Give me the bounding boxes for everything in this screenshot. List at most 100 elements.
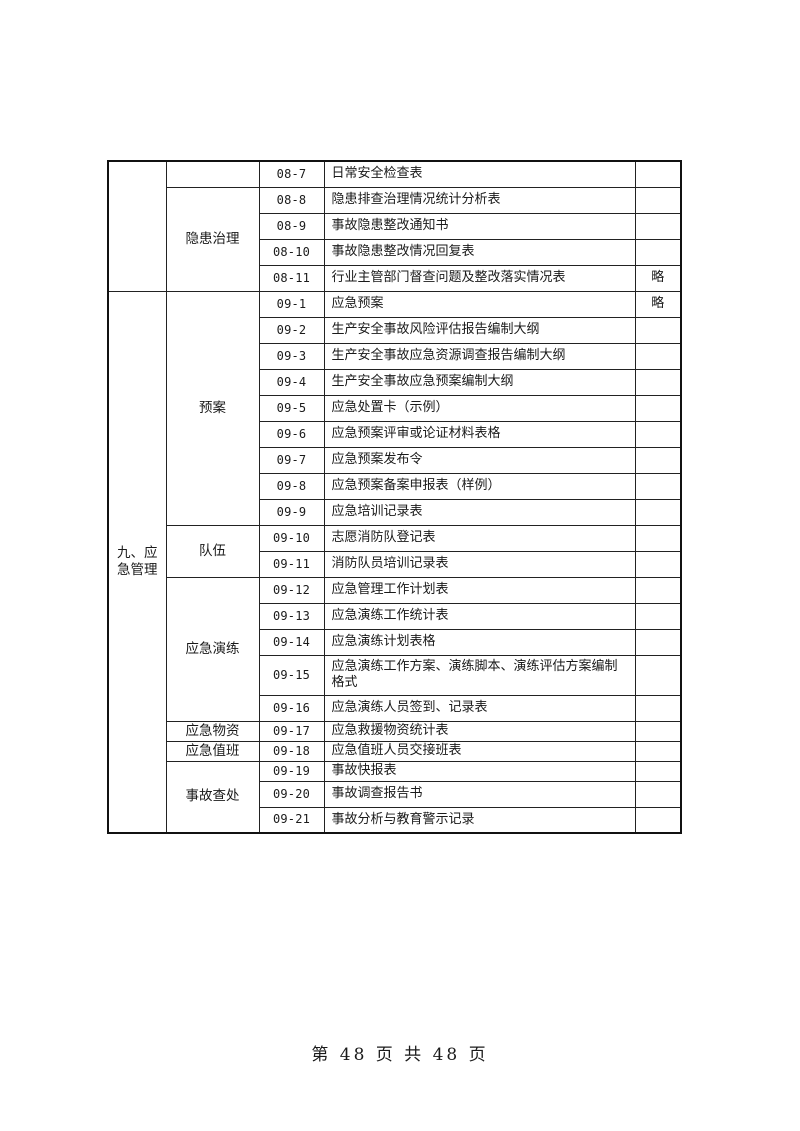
form-code: 09-20 (258, 780, 325, 808)
form-code: 09-11 (258, 550, 325, 578)
subcategory-supplies: 应急物资 (165, 720, 260, 742)
form-code: 09-17 (258, 720, 325, 742)
form-note: 略 (634, 264, 682, 292)
table-row: 09-4 生产安全事故应急预案编制大纲 (108, 368, 682, 396)
form-code: 09-14 (258, 628, 325, 656)
table-row: 应急值班 09-18 应急值班人员交接班表 (108, 740, 682, 762)
form-title: 日常安全检查表 (323, 160, 636, 188)
table-row: 09-15 应急演练工作方案、演练脚本、演练评估方案编制格式 (108, 654, 682, 696)
form-note (634, 316, 682, 344)
table-row: 08-11 行业主管部门督查问题及整改落实情况表 略 (108, 264, 682, 292)
table-row: 队伍 09-10 志愿消防队登记表 (108, 524, 682, 578)
form-code: 09-5 (258, 394, 325, 422)
form-note (634, 342, 682, 370)
form-note (634, 186, 682, 214)
form-note (634, 550, 682, 578)
subcategory-cell-blank (165, 160, 260, 188)
category-emergency-management: 九、应急管理 (107, 290, 167, 834)
form-code: 09-18 (258, 740, 325, 762)
form-title: 应急演练人员签到、记录表 (323, 694, 636, 722)
form-code: 09-1 (258, 290, 325, 318)
form-note (634, 446, 682, 474)
form-note (634, 160, 682, 188)
form-code: 09-4 (258, 368, 325, 396)
form-title: 行业主管部门督查问题及整改落实情况表 (323, 264, 636, 292)
form-code: 09-15 (258, 654, 325, 696)
form-title: 事故分析与教育警示记录 (323, 806, 636, 834)
table-row: 09-2 生产安全事故风险评估报告编制大纲 (108, 316, 682, 344)
form-note (634, 368, 682, 396)
form-code: 09-19 (258, 760, 325, 782)
form-title: 隐患排查治理情况统计分析表 (323, 186, 636, 214)
table-row: 09-6 应急预案评审或论证材料表格 (108, 420, 682, 448)
subcategory-accident-handling: 事故查处 (165, 760, 260, 834)
table-row: 事故查处 09-19 事故快报表 (108, 760, 682, 834)
form-code: 09-7 (258, 446, 325, 474)
form-note (634, 576, 682, 604)
table-row: 隐患治理 08-8 隐患排查治理情况统计分析表 (108, 186, 682, 292)
form-note (634, 780, 682, 808)
form-note (634, 394, 682, 422)
form-code: 08-8 (258, 186, 325, 214)
form-note (634, 420, 682, 448)
form-note (634, 806, 682, 834)
form-code: 09-21 (258, 806, 325, 834)
form-title: 应急演练工作方案、演练脚本、演练评估方案编制格式 (323, 654, 636, 696)
subcategory-duty: 应急值班 (165, 740, 260, 762)
form-note (634, 720, 682, 742)
form-code: 09-6 (258, 420, 325, 448)
form-code: 09-10 (258, 524, 325, 552)
table-row: 08-7 日常安全检查表 (107, 160, 682, 292)
form-title: 志愿消防队登记表 (323, 524, 636, 552)
form-note (634, 238, 682, 266)
form-code: 09-3 (258, 342, 325, 370)
form-code: 08-7 (258, 160, 325, 188)
form-note (634, 602, 682, 630)
form-code: 09-12 (258, 576, 325, 604)
form-title: 应急预案 (323, 290, 636, 318)
table-row: 应急演练 09-12 应急管理工作计划表 (108, 576, 682, 722)
table-row: 09-21 事故分析与教育警示记录 (108, 806, 682, 834)
form-note: 略 (634, 290, 682, 318)
form-note (634, 472, 682, 500)
category-cell-continued (107, 160, 167, 292)
table-row: 09-3 生产安全事故应急资源调查报告编制大纲 (108, 342, 682, 370)
table-row: 应急物资 09-17 应急救援物资统计表 (108, 720, 682, 742)
form-code: 09-9 (258, 498, 325, 526)
form-title: 事故隐患整改情况回复表 (323, 238, 636, 266)
form-note (634, 694, 682, 722)
form-title: 应急管理工作计划表 (323, 576, 636, 604)
form-title: 应急救援物资统计表 (323, 720, 636, 742)
form-code: 09-13 (258, 602, 325, 630)
form-title: 应急值班人员交接班表 (323, 740, 636, 762)
form-title: 生产安全事故应急资源调查报告编制大纲 (323, 342, 636, 370)
table-row: 08-10 事故隐患整改情况回复表 (108, 238, 682, 266)
document-table: 08-7 日常安全检查表 隐患治理 08-8 隐患排查治理情况统计分析表 08-… (107, 160, 682, 834)
form-note (634, 498, 682, 526)
form-title: 生产安全事故应急预案编制大纲 (323, 368, 636, 396)
form-code: 09-8 (258, 472, 325, 500)
table-row: 09-7 应急预案发布令 (108, 446, 682, 474)
form-note (634, 524, 682, 552)
form-title: 应急演练工作统计表 (323, 602, 636, 630)
form-code: 08-11 (258, 264, 325, 292)
form-title: 应急演练计划表格 (323, 628, 636, 656)
page-number-footer: 第 48 页 共 48 页 (311, 1045, 489, 1065)
table-row: 09-5 应急处置卡（示例） (108, 394, 682, 422)
form-title: 事故隐患整改通知书 (323, 212, 636, 240)
form-code: 08-9 (258, 212, 325, 240)
form-title: 事故调查报告书 (323, 780, 636, 808)
form-code: 09-16 (258, 694, 325, 722)
table-row: 09-11 消防队员培训记录表 (108, 550, 682, 578)
table-row: 09-16 应急演练人员签到、记录表 (108, 694, 682, 722)
table-row: 08-9 事故隐患整改通知书 (108, 212, 682, 240)
subcategory-plans: 预案 (165, 290, 260, 526)
form-code: 08-10 (258, 238, 325, 266)
form-title: 事故快报表 (323, 760, 636, 782)
table-row: 09-20 事故调查报告书 (108, 780, 682, 808)
form-note (634, 760, 682, 782)
form-title: 应急培训记录表 (323, 498, 636, 526)
table-row: 九、应急管理 预案 09-1 应急预案 略 (107, 290, 682, 834)
form-title: 应急处置卡（示例） (323, 394, 636, 422)
form-note (634, 212, 682, 240)
